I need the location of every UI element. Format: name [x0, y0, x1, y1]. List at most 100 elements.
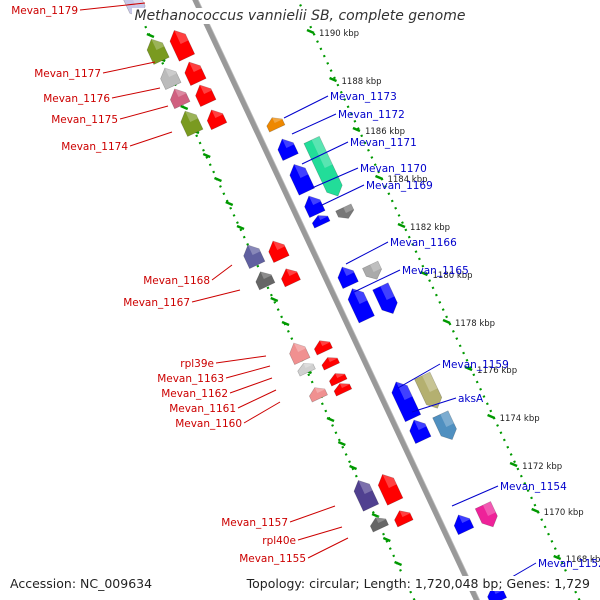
gene-highlight [294, 160, 309, 178]
gene-highlight [199, 81, 212, 94]
right-gene-label: aksA [458, 393, 484, 405]
gene-highlight [211, 106, 224, 118]
right-leader-line [345, 241, 389, 265]
minor-tick [371, 512, 380, 519]
gene-highlight [396, 378, 413, 400]
kbp-tick [487, 413, 496, 420]
kbp-label: 1180 kbp [433, 271, 473, 281]
gene-1166 [337, 263, 359, 290]
left-gene-label: Mevan_1179 [11, 5, 78, 17]
gene-highlight [380, 282, 395, 300]
gene-arrow [184, 61, 207, 86]
minor-tick [180, 104, 189, 111]
kbp-label: 1178 kbp [455, 319, 495, 329]
gene-rpl40e-b [394, 507, 414, 528]
gene-arrow [347, 288, 375, 324]
gene-highlight [458, 511, 470, 523]
gene-highlight [130, 0, 144, 6]
gene-rpl39e-b [313, 336, 333, 356]
gene-arrow [281, 268, 301, 288]
gene-highlight [273, 237, 285, 250]
right-leader-line [291, 113, 337, 135]
gene-highlight [164, 64, 177, 77]
gene-1162 [329, 369, 348, 387]
kbp-label: 1176 kbp [477, 366, 517, 376]
kbp-label: 1184 kbp [387, 175, 427, 185]
kbp-label: 1188 kbp [342, 77, 382, 87]
gene-rpl39e [289, 339, 311, 366]
gene-arrow [369, 517, 389, 533]
gene-arrow [321, 357, 340, 371]
gene-arrow [394, 510, 414, 528]
accession-text: Accession: NC_009634 [10, 576, 153, 591]
gene-1161 [309, 383, 328, 403]
left-leader-line [111, 87, 161, 99]
kbp-tick [352, 126, 361, 133]
kbp-tick [509, 461, 518, 468]
gene-highlight [174, 26, 189, 44]
gene-arrow [255, 271, 276, 291]
left-gene-label: Mevan_1155 [239, 553, 306, 565]
gene-arrow [414, 371, 443, 409]
gene-highlight [370, 261, 382, 272]
gene-rpl40e [369, 513, 389, 533]
gene-1154 [453, 511, 475, 536]
gene-arrow [409, 419, 432, 444]
gene-1165 [347, 284, 375, 324]
left-gene-label: Mevan_1167 [123, 297, 190, 309]
left-gene-label: Mevan_1157 [221, 517, 288, 529]
kbp-label: 1190 kbp [319, 29, 359, 39]
gene-highlight [422, 372, 438, 392]
kbp-tick [306, 28, 315, 35]
right-gene-label: Mevan_1159 [442, 359, 509, 371]
gene-highlight [282, 135, 295, 148]
gene-arrow [180, 110, 204, 137]
minor-tick [382, 536, 391, 543]
gene-arrow [333, 383, 353, 397]
left-gene-label: Mevan_1174 [61, 141, 128, 153]
gene-highlight [303, 359, 314, 368]
left-gene-label: Mevan_1160 [175, 418, 242, 430]
left-gene-label: Mevan_1162 [161, 388, 228, 400]
kbp-tick [553, 554, 562, 561]
left-leader-line [79, 2, 146, 11]
kbp-label: 1170 kbp [544, 508, 584, 518]
gene-arrow [206, 109, 228, 131]
left-gene-label: Mevan_1177 [34, 68, 101, 80]
left-gene-label: rpl39e [180, 358, 214, 370]
gene-arrow [169, 30, 196, 62]
gene-aksA-b [432, 410, 457, 441]
gene-arrow [313, 340, 333, 356]
gene-1167b [281, 265, 301, 288]
genome-summary: Topology: circular; Length: 1,720,048 bp… [246, 576, 590, 591]
right-gene-label: Mevan_1172 [338, 109, 405, 121]
left-gene-label: Mevan_1168 [143, 275, 210, 287]
left-leader-line [215, 355, 267, 364]
left-leader-line [289, 505, 336, 523]
gene-arrow [453, 514, 475, 536]
gene-highlight [413, 416, 427, 430]
gene-highlight [342, 263, 355, 276]
backbone-line [192, 0, 480, 600]
left-gene-label: Mevan_1161 [169, 403, 236, 415]
gene-arrow [311, 215, 331, 229]
gene-1157b [377, 470, 404, 506]
gene-highlight [319, 336, 330, 346]
gene-arrow [474, 501, 498, 528]
left-leader-line [102, 61, 156, 74]
gene-1176b [195, 81, 217, 108]
left-leader-line [211, 264, 233, 281]
kbp-tick [397, 222, 406, 229]
gene-arrow [304, 195, 326, 219]
gene-arrow [337, 266, 359, 290]
gene-arrow [195, 84, 217, 108]
minor-tick [326, 416, 335, 423]
gene-highlight [189, 58, 202, 72]
gene-1159b [414, 371, 443, 409]
gene-1169c [311, 211, 331, 229]
minor-tick [337, 440, 346, 447]
gene-arrow [289, 342, 311, 366]
gene-arrow [362, 260, 382, 280]
gene-1172 [277, 135, 299, 162]
